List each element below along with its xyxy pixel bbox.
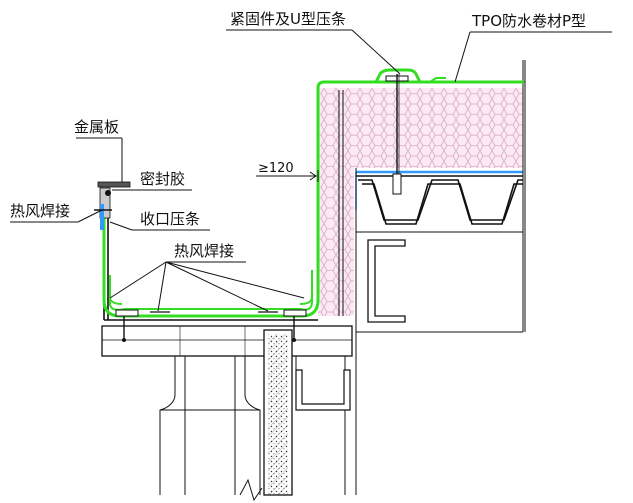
base-beam <box>101 325 353 357</box>
right-structure <box>344 60 526 495</box>
wall-stud <box>338 90 344 316</box>
wall-channel <box>295 369 351 411</box>
wall-panel <box>263 329 293 496</box>
gutter-fold-left <box>108 293 123 305</box>
label-sealant: 密封胶 <box>140 170 185 188</box>
label-edge-strip: 收口压条 <box>140 210 200 228</box>
tpo-membrane <box>102 80 525 318</box>
label-dimension: ≥120 <box>258 161 294 176</box>
c-purlin <box>367 239 406 323</box>
gutter-fastener-right <box>283 309 307 342</box>
membrane-seam <box>429 77 446 83</box>
label-hot-air-weld-bottom: 热风焊接 <box>174 242 234 260</box>
support-column <box>159 356 263 502</box>
gutter-inner-liner <box>109 270 313 311</box>
sealant-bead <box>105 190 111 196</box>
sealant-blue <box>100 204 104 230</box>
edge-pressure-strip <box>99 187 111 219</box>
gutter-fastener-left <box>115 309 139 342</box>
u-strip-cover <box>374 68 422 84</box>
label-metal-plate: 金属板 <box>74 118 119 136</box>
metal-plate <box>97 181 131 188</box>
profiled-steel-deck <box>356 175 523 225</box>
insulation-board <box>318 88 523 316</box>
label-tpo-membrane: TPO防水卷材P型 <box>471 12 586 30</box>
roof-fastener <box>392 74 402 195</box>
label-fastener: 紧固件及U型压条 <box>230 10 346 28</box>
gutter-fold-right <box>299 293 314 305</box>
leader-lines <box>10 29 612 312</box>
label-hot-air-weld-left: 热风焊接 <box>10 202 70 220</box>
